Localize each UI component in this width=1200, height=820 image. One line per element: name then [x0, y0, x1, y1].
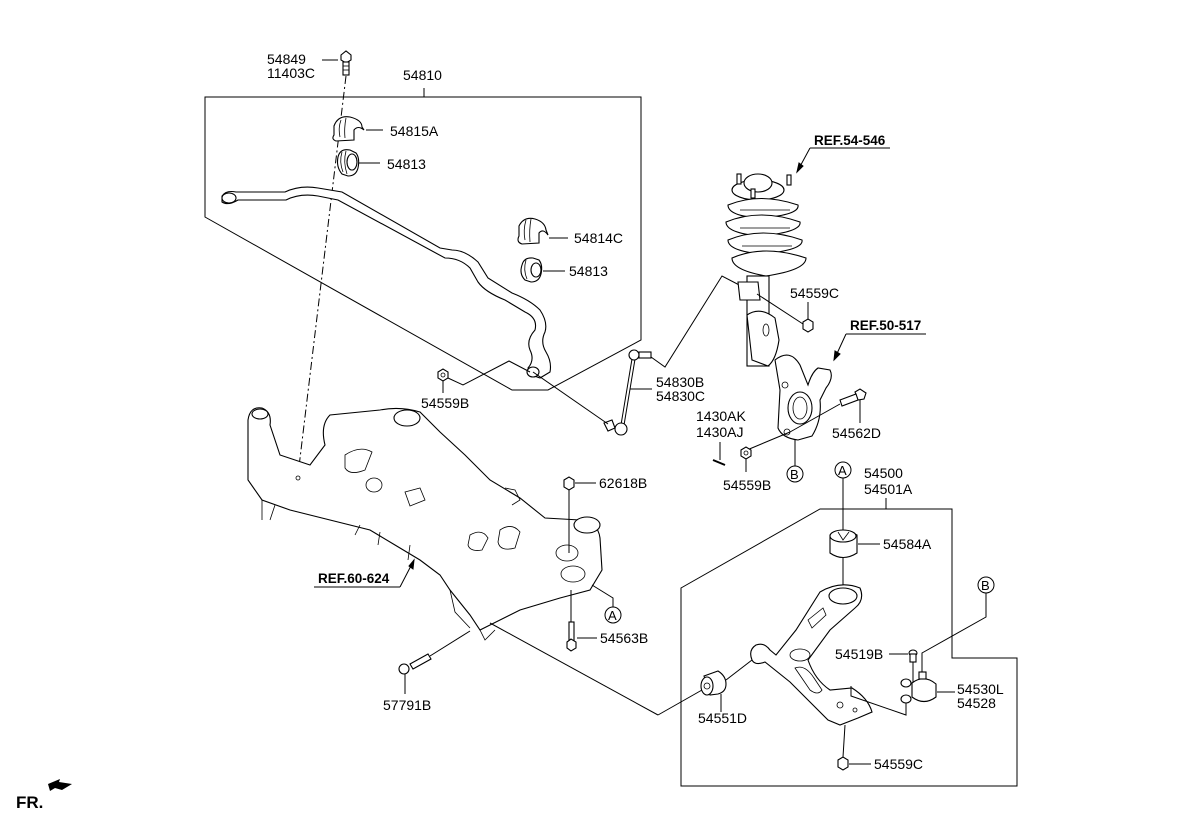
nut-54559C-strut[interactable] — [802, 318, 814, 333]
stabilizer-group-frame — [204, 88, 642, 391]
lower-arm-group-frame — [680, 498, 1018, 787]
label-54528: 54528 — [957, 695, 996, 711]
svg-text:A: A — [608, 608, 617, 623]
label-54584A: 54584A — [883, 536, 932, 552]
bolt-54563B[interactable] — [566, 621, 577, 652]
label-54500: 54500 — [864, 465, 903, 481]
callout-b-knuckle: B — [786, 440, 804, 483]
svg-text:B: B — [981, 578, 990, 593]
link-to-strut-line — [650, 275, 746, 368]
front-arrow-icon — [48, 779, 72, 791]
steering-knuckle[interactable] — [774, 354, 832, 441]
label-54530L: 54530L — [957, 681, 1004, 697]
knuckle-nut-axis — [746, 431, 791, 451]
cotter-pin-1430AK[interactable] — [712, 459, 726, 466]
nut-54559B-bar-leader — [447, 360, 531, 386]
part-labels: 54849 11403C 54810 54815A 54813 54814C 5… — [267, 51, 1004, 772]
svg-text:B: B — [790, 467, 799, 482]
strut-bolt-axis — [756, 293, 804, 325]
bolt-axis-line — [297, 75, 347, 476]
bracket-54814C[interactable] — [517, 217, 549, 245]
nut-54559B-bar[interactable] — [437, 368, 449, 382]
label-57791B: 57791B — [383, 697, 431, 713]
label-54810: 54810 — [403, 67, 442, 83]
bushing-54551D-axis — [725, 659, 753, 681]
label-54562D: 54562D — [832, 425, 881, 441]
label-54815A: 54815A — [390, 123, 439, 139]
stabilizer-bar[interactable] — [221, 186, 552, 379]
bolt-54849[interactable] — [340, 50, 352, 76]
callout-a-crossmember: A — [591, 584, 622, 624]
bushing-54584A[interactable] — [829, 529, 858, 559]
front-direction-marker: FR. — [16, 779, 72, 812]
label-54813-lower: 54813 — [569, 263, 608, 279]
callout-b-arm: B — [921, 576, 995, 672]
stabilizer-link-54830B[interactable] — [603, 349, 652, 436]
arm-bushing-axis-left — [657, 689, 703, 716]
bushing-54813-lower[interactable] — [520, 257, 543, 283]
bolt-57791B-axis — [429, 630, 471, 657]
label-54813-top: 54813 — [387, 156, 426, 172]
arm-balljoint-line — [850, 686, 907, 716]
label-54559C-arm: 54559C — [874, 756, 923, 772]
nut-54559B-knuckle[interactable] — [740, 446, 752, 460]
knuckle-bolt-axis — [789, 403, 841, 433]
label-54519B: 54519B — [835, 646, 883, 662]
bushing-54813-top[interactable] — [336, 149, 360, 177]
ref-60-624[interactable]: REF.60-624 — [314, 558, 415, 588]
label-54563B: 54563B — [600, 630, 648, 646]
callout-a-arm: A — [834, 461, 852, 530]
label-54559B-bar: 54559B — [421, 395, 469, 411]
label-1430AJ: 1430AJ — [696, 424, 743, 440]
label-1430AK: 1430AK — [696, 408, 746, 424]
front-crossmember[interactable] — [247, 407, 603, 641]
label-54559B-knuckle: 54559B — [723, 477, 771, 493]
ref-50-517-label: REF.50-517 — [850, 318, 921, 333]
bracket-54815A[interactable] — [332, 116, 365, 142]
strut-assembly[interactable] — [725, 173, 807, 367]
nut-54559C-arm[interactable] — [837, 756, 849, 771]
label-11403C: 11403C — [267, 65, 315, 81]
bushing-54551D[interactable] — [700, 670, 727, 696]
svg-text:A: A — [838, 463, 847, 478]
bolt-54519B[interactable] — [908, 649, 918, 663]
label-54830C: 54830C — [656, 388, 705, 404]
label-54559C-strut: 54559C — [790, 285, 839, 301]
ball-joint-54530L[interactable] — [900, 671, 937, 704]
fr-label: FR. — [16, 793, 43, 812]
lower-control-arm[interactable] — [750, 584, 873, 726]
bolt-57791B[interactable] — [398, 653, 432, 675]
ref-50-517[interactable]: REF.50-517 — [833, 318, 926, 362]
label-54814C: 54814C — [574, 230, 623, 246]
crossmember-to-arm-line — [489, 622, 659, 716]
bolt-54562D[interactable] — [839, 388, 867, 407]
nut-54559C-arm-axis — [842, 724, 846, 758]
label-54551D: 54551D — [698, 710, 747, 726]
ref-54-546-label: REF.54-546 — [814, 133, 886, 148]
nut-62618B[interactable] — [563, 476, 575, 491]
link-axis-line — [532, 371, 609, 425]
ref-60-624-label: REF.60-624 — [318, 571, 390, 586]
label-54501A: 54501A — [864, 481, 913, 497]
label-54830B: 54830B — [656, 374, 704, 390]
label-54849: 54849 — [267, 51, 306, 67]
label-62618B: 62618B — [599, 475, 647, 491]
ref-54-546[interactable]: REF.54-546 — [796, 133, 890, 174]
